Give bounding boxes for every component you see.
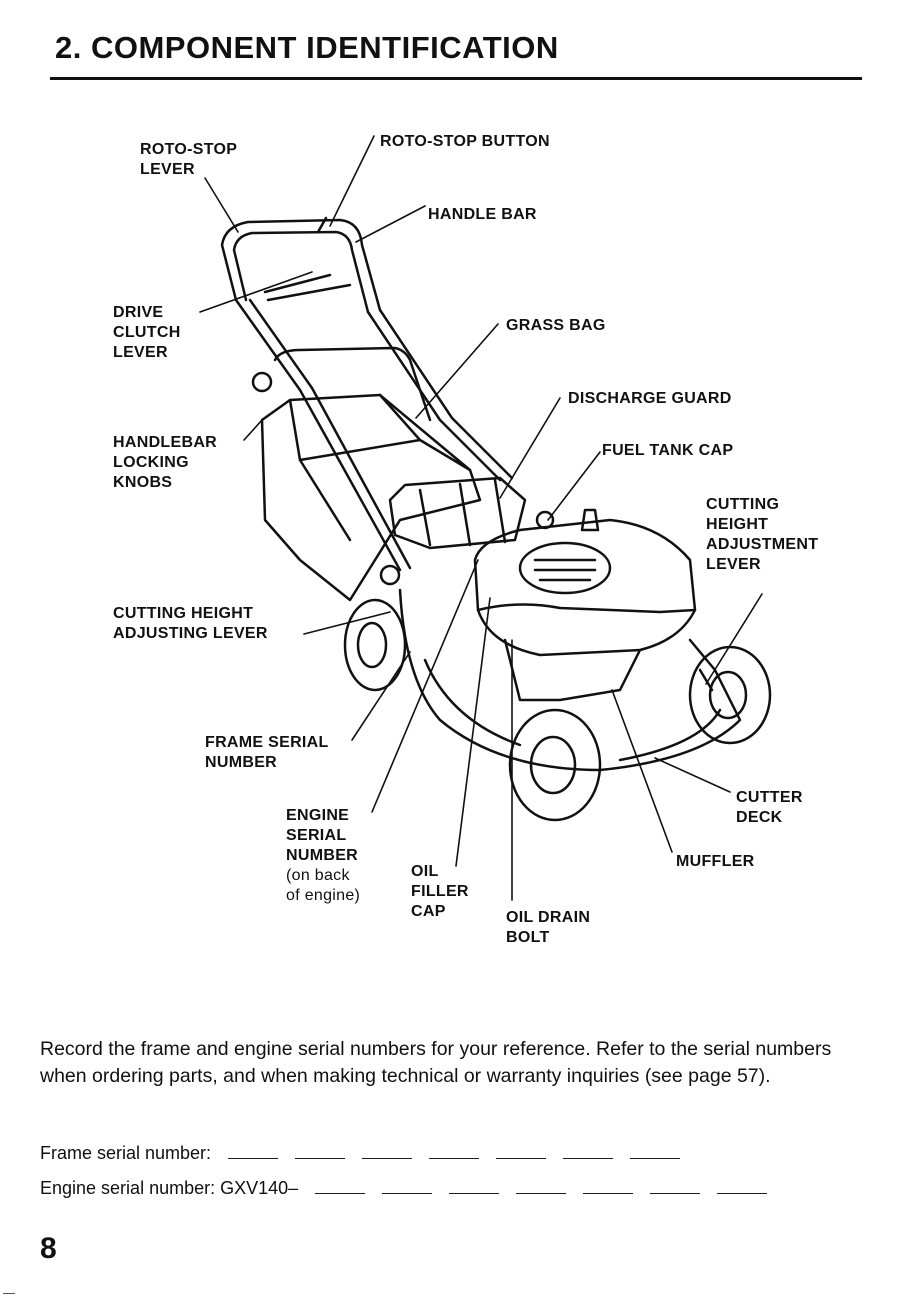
grass-bag-frame-illustration [273, 346, 432, 422]
label-cutter-deck: CUTTER DECK [736, 789, 803, 826]
frame-serial-blank [630, 1144, 681, 1159]
cutter-deck-illustration [398, 588, 742, 772]
lower-knob-illustration [379, 564, 401, 586]
lawn-mower-diagram [199, 135, 772, 901]
frame-serial-blank [362, 1144, 413, 1159]
height-lever-illustration [698, 668, 714, 692]
locking-knob-illustration [251, 371, 273, 393]
frame-serial-blank [228, 1144, 279, 1159]
label-roto-stop-lever: ROTO-STOP LEVER [140, 141, 238, 178]
edge-mark [3, 1293, 15, 1294]
label-grass-bag: GRASS BAG [506, 317, 606, 334]
handle-side-bars [234, 298, 514, 572]
title-rule [50, 77, 862, 80]
label-cutting-height-adjusting-lever: CUTTING HEIGHT ADJUSTING LEVER [113, 605, 268, 642]
label-oil-drain-bolt: OIL DRAIN BOLT [506, 909, 591, 946]
engine-serial-field: Engine serial number: GXV140– [40, 1178, 768, 1199]
label-muffler: MUFFLER [676, 853, 755, 870]
engine-serial-blank [315, 1179, 366, 1194]
label-handlebar-locking-knobs: HANDLEBAR LOCKING KNOBS [113, 434, 218, 491]
label-engine-serial-number: ENGINE SERIAL NUMBER (on back of engine) [286, 807, 361, 904]
engine-serial-blank [583, 1179, 634, 1194]
label-drive-clutch-lever: DRIVE CLUTCH LEVER [113, 304, 181, 361]
label-fuel-tank-cap: FUEL TANK CAP [602, 442, 734, 459]
bag-collar-illustration [388, 476, 527, 550]
frame-serial-field: Frame serial number: [40, 1143, 681, 1164]
frame-serial-blank [295, 1144, 346, 1159]
label-handle-bar: HANDLE BAR [428, 206, 537, 223]
grass-bag-illustration [260, 393, 482, 602]
frame-serial-label: Frame serial number: [40, 1143, 212, 1163]
engine-serial-blank [516, 1179, 567, 1194]
engine-serial-blank [382, 1179, 433, 1194]
page-title: 2. COMPONENT IDENTIFICATION [55, 30, 559, 65]
handle-bar-illustration [220, 216, 382, 314]
frame-serial-blank [496, 1144, 547, 1159]
label-cutting-height-adjustment-lever: CUTTING HEIGHT ADJUSTMENT LEVER [706, 496, 819, 573]
leader-lines [199, 135, 763, 901]
page-number: 8 [40, 1232, 57, 1265]
engine-serial-label: Engine serial number: GXV140– [40, 1178, 299, 1198]
label-roto-stop-button: ROTO-STOP BUTTON [380, 133, 550, 150]
frame-serial-blank [563, 1144, 614, 1159]
engine-serial-blank [449, 1179, 500, 1194]
frame-serial-blank [429, 1144, 480, 1159]
wheels-illustration [343, 598, 772, 822]
engine-illustration [473, 508, 697, 702]
label-oil-filler-cap: OIL FILLER CAP [411, 863, 469, 920]
label-frame-serial-number: FRAME SERIAL NUMBER [205, 734, 329, 771]
engine-serial-blank [717, 1179, 768, 1194]
instruction-paragraph: Record the frame and engine serial numbe… [40, 1038, 832, 1087]
engine-serial-blank [650, 1179, 701, 1194]
label-discharge-guard: DISCHARGE GUARD [568, 390, 732, 407]
